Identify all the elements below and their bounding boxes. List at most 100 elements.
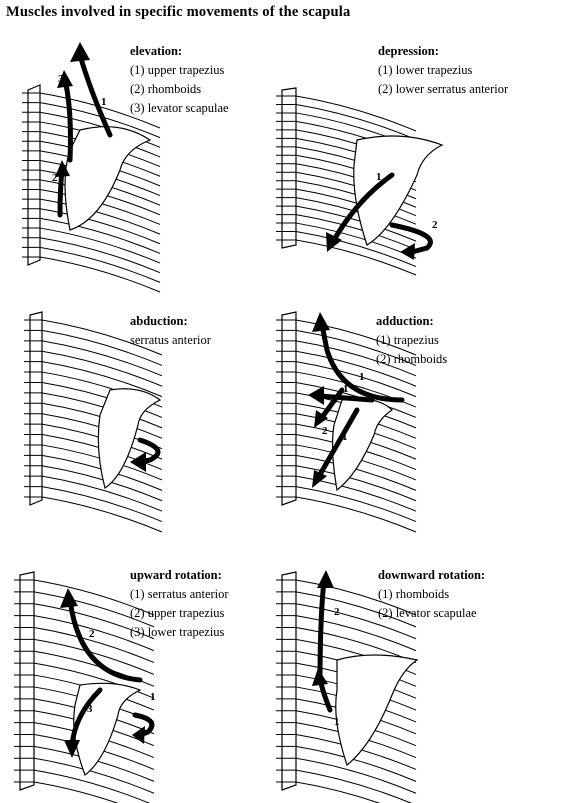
muscle-item: (1) upper trapezius bbox=[130, 63, 225, 77]
arrow-3 bbox=[62, 77, 73, 163]
rib-line bbox=[295, 757, 417, 794]
arrow-2 bbox=[67, 597, 143, 683]
rib-line bbox=[295, 381, 417, 418]
panel-depression: 1 2 depression: (1) lower trapezius (2) … bbox=[276, 30, 564, 276]
panel-downward-rotation: 2 1 downward rotation: (1) rhomboids (2)… bbox=[276, 560, 564, 803]
arrowhead-1 bbox=[70, 42, 90, 62]
muscle-item: (1) trapezius bbox=[376, 333, 439, 347]
arrowhead-2 bbox=[317, 570, 334, 588]
arrowhead-1 bbox=[326, 232, 342, 252]
arrow-label-3: 3 bbox=[87, 703, 93, 715]
rib-line bbox=[295, 329, 417, 366]
rib-line bbox=[41, 381, 163, 418]
arrow-label-1: 1 bbox=[150, 691, 156, 703]
arrow-3 bbox=[69, 687, 103, 748]
rib-line bbox=[39, 198, 161, 235]
rib-line bbox=[295, 475, 417, 512]
rib-line bbox=[33, 615, 155, 652]
rib-line bbox=[41, 361, 163, 398]
rib-line bbox=[39, 208, 161, 245]
rib-line bbox=[295, 603, 417, 640]
muscle-item: (1) lower trapezius bbox=[378, 63, 473, 77]
rib-line bbox=[295, 205, 417, 242]
rib-line bbox=[41, 486, 163, 523]
muscle-item: (2) lower serratus anterior bbox=[378, 82, 509, 96]
heading-abduction: abduction: bbox=[130, 314, 188, 328]
rib-line bbox=[295, 319, 417, 356]
abduction-illustration bbox=[24, 311, 163, 533]
arrow-1 bbox=[77, 52, 113, 138]
arrowhead-1 bbox=[312, 668, 328, 686]
arrow-2 bbox=[317, 577, 327, 683]
arrow-label-3: 3 bbox=[58, 73, 64, 85]
caption-downward-rotation: downward rotation: (1) rhomboids (2) lev… bbox=[378, 566, 485, 623]
arrowhead-1 bbox=[132, 726, 145, 744]
rib-line bbox=[295, 340, 417, 377]
arrow-1 bbox=[132, 712, 155, 738]
arrow-label-2: 2 bbox=[89, 628, 95, 640]
rib-line bbox=[41, 465, 163, 502]
panel-adduction: 1 1 2 1 adduction: (1) trapezius (2) rho… bbox=[276, 300, 564, 533]
rib-line bbox=[33, 662, 155, 699]
arrowhead-1-lower bbox=[312, 470, 327, 488]
arrow-label-1: 1 bbox=[334, 716, 340, 728]
figure-title: Muscles involved in specific movements o… bbox=[6, 4, 351, 20]
heading-depression: depression: bbox=[378, 44, 439, 58]
rib-line bbox=[295, 591, 417, 628]
heading-adduction: adduction: bbox=[376, 314, 434, 328]
adduction-illustration: 1 1 2 1 bbox=[276, 311, 417, 533]
rib-line bbox=[295, 350, 417, 387]
muscle-item: (2) levator scapulae bbox=[378, 606, 477, 620]
rib-line bbox=[295, 214, 417, 251]
rib-line bbox=[39, 237, 161, 274]
scapula bbox=[335, 654, 419, 767]
depression-illustration: 1 2 bbox=[276, 87, 444, 276]
panel-elevation: 1 3 2 elevation: (1) upper trapezius (2)… bbox=[0, 30, 282, 293]
arrow-2 bbox=[57, 167, 65, 218]
rib-line bbox=[295, 361, 417, 398]
arrowhead-abduction bbox=[130, 452, 146, 472]
arrow-1-upper bbox=[319, 322, 405, 403]
arrowhead-1-upper bbox=[312, 312, 330, 332]
arrow-2 bbox=[389, 222, 433, 255]
arrowhead-3 bbox=[64, 740, 80, 758]
caption-elevation: elevation: (1) upper trapezius (2) rhomb… bbox=[130, 42, 229, 118]
muscle-item: (2) rhomboids bbox=[376, 352, 448, 366]
arrowhead-2 bbox=[400, 243, 415, 260]
rib-line bbox=[295, 231, 417, 267]
muscle-item: (1) serratus anterior bbox=[130, 587, 229, 601]
arrow-label-1: 1 bbox=[376, 171, 382, 183]
panel-abduction: abduction: serratus anterior bbox=[0, 300, 282, 533]
muscle-item: (2) rhomboids bbox=[130, 82, 202, 96]
arrow-label-2: 2 bbox=[432, 219, 438, 231]
rib-line bbox=[39, 246, 161, 283]
muscle-item: (2) upper trapezius bbox=[130, 606, 225, 620]
heading-elevation: elevation: bbox=[130, 44, 183, 58]
rib-line bbox=[33, 638, 155, 675]
muscle-item: serratus anterior bbox=[130, 333, 211, 347]
rib-line bbox=[33, 579, 155, 616]
rib-line bbox=[41, 329, 163, 366]
rib-line bbox=[39, 227, 161, 264]
arrowhead-3 bbox=[57, 70, 73, 88]
arrowhead-1-middle bbox=[308, 386, 324, 405]
rib-line bbox=[33, 781, 119, 803]
elevation-illustration: 1 3 2 bbox=[22, 42, 161, 293]
rib-line bbox=[33, 591, 155, 628]
arrowhead-2 bbox=[60, 588, 78, 608]
rib-line bbox=[33, 769, 151, 803]
rib-line bbox=[295, 486, 417, 523]
arrow-label-2: 2 bbox=[322, 425, 328, 437]
rib-line bbox=[41, 475, 163, 512]
rib-line bbox=[41, 392, 163, 429]
rib-line bbox=[33, 627, 155, 663]
arrow-1-middle bbox=[317, 393, 375, 403]
arrow-2 bbox=[317, 387, 345, 423]
arrowhead-2 bbox=[55, 160, 70, 177]
arrowhead-2 bbox=[314, 410, 328, 428]
rib-line bbox=[41, 319, 163, 356]
heading-downward-rotation: downward rotation: bbox=[378, 568, 486, 582]
arrow-label-1b: 1 bbox=[343, 383, 349, 395]
arrow-abduction bbox=[137, 437, 161, 465]
downward-rotation-illustration: 2 1 bbox=[276, 570, 419, 803]
